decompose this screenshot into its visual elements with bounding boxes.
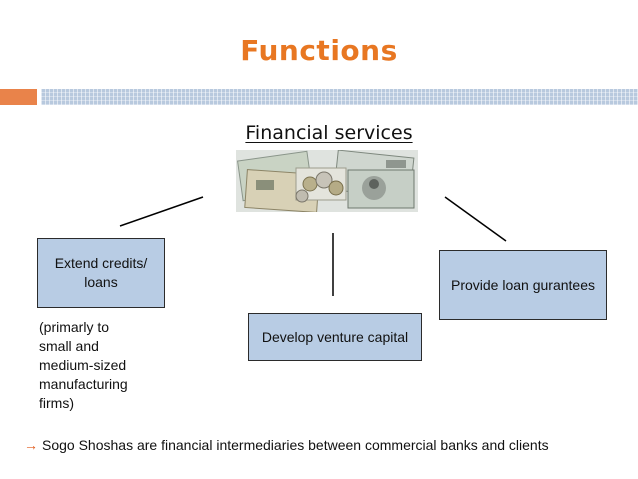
box-venture-capital: Develop venture capital <box>248 313 422 361</box>
slide-title: Functions <box>240 34 398 67</box>
footer-text: Sogo Shoshas are financial intermediarie… <box>42 437 549 453</box>
box-loan-guarantees: Provide loan gurantees <box>439 250 607 320</box>
header-accent-bar-orange <box>0 89 37 105</box>
subtitle-financial-services: Financial services <box>245 122 413 144</box>
box-venture-capital-label: Develop venture capital <box>261 328 409 345</box>
footer-statement: →Sogo Shoshas are financial intermediari… <box>24 437 549 453</box>
money-image <box>236 150 418 212</box>
box-extend-credits: Extend credits/ loans <box>37 238 165 308</box>
note-small-medium-firms: (primarly to small and medium-sized manu… <box>39 319 128 411</box>
box-loan-guarantees-label: Provide loan gurantees <box>451 276 595 293</box>
box-extend-credits-label: Extend credits/ loans <box>54 255 148 290</box>
header-accent-bar-blue <box>41 89 638 105</box>
right-arrow-icon: → <box>24 437 38 453</box>
